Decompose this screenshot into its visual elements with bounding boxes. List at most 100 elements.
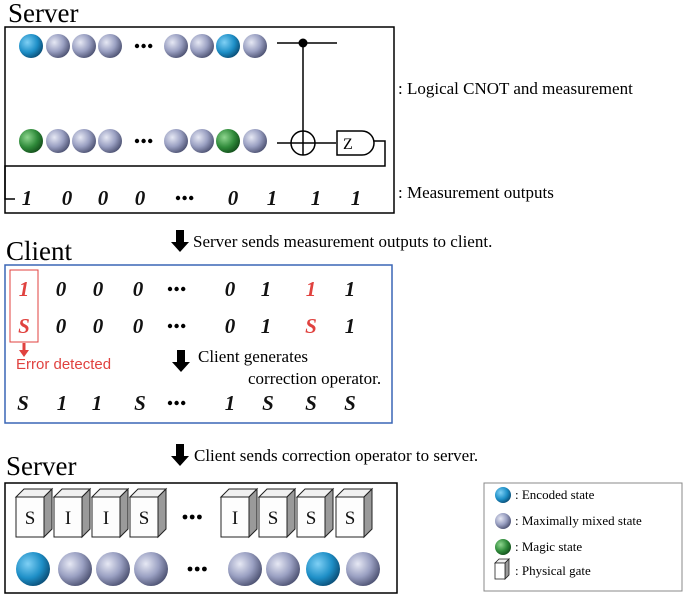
physical-gate-icon: I	[52, 487, 92, 539]
label-logical-cnot: : Logical CNOT and measurement	[398, 79, 633, 98]
legend: : Encoded state : Maximally mixed state : …	[494, 487, 642, 580]
client-syndrome-value: 0	[133, 314, 144, 338]
physical-gate-icon: S	[128, 487, 168, 539]
label-measurement-outputs: : Measurement outputs	[398, 183, 554, 202]
ellipsis-icon	[167, 400, 186, 406]
mixed-state-qubit	[190, 34, 214, 58]
ellipsis-icon	[182, 514, 202, 520]
encoded-state-qubit	[216, 34, 240, 58]
mixed-state-qubit	[134, 552, 168, 586]
measurement-output-value: 0	[135, 186, 146, 210]
down-arrow-icon-2	[172, 350, 190, 372]
mixed-state-qubit	[98, 34, 122, 58]
measurement-output-value: 1	[22, 186, 33, 210]
measurement-output-value: 1	[267, 186, 278, 210]
correction-operator-value: 1	[57, 391, 68, 415]
legend-box	[483, 482, 683, 592]
client-measurement-value: 0	[225, 277, 236, 301]
legend-label-magic: : Magic state	[515, 539, 582, 554]
mixed-state-qubit	[346, 552, 380, 586]
legend-label-encoded: : Encoded state	[515, 487, 595, 502]
z-measurement-icon	[336, 130, 375, 156]
gate-label: I	[232, 508, 238, 529]
magic-state-qubit	[216, 129, 240, 153]
client-title: Client	[6, 236, 72, 266]
down-arrow-icon-3	[171, 444, 189, 466]
mixed-legend-icon	[495, 513, 511, 529]
ellipsis-icon	[134, 43, 153, 49]
client-syndrome-value: 0	[93, 314, 104, 338]
gate-label: S	[268, 508, 279, 529]
client-measurement-value: 1	[261, 277, 272, 301]
encoded-legend-icon	[495, 487, 511, 503]
correction-operator-value: S	[262, 391, 274, 415]
step2-line1: Client generates	[198, 347, 308, 366]
physical-gate-icon: I	[90, 487, 130, 539]
server2-title: Server	[6, 451, 76, 481]
gate-label: S	[345, 508, 356, 529]
client-measurement-value: 0	[93, 277, 104, 301]
measurement-output-value: 0	[98, 186, 109, 210]
client-measurement-value: 1	[306, 277, 317, 301]
mixed-state-qubit	[72, 129, 96, 153]
client-measurement-value: 0	[56, 277, 67, 301]
client-syndrome-value: 0	[225, 314, 236, 338]
error-detected-label: Error detected	[16, 356, 111, 373]
measurement-output-value: 0	[228, 186, 239, 210]
gate-label: I	[103, 508, 109, 529]
qubit-row-bottom	[19, 129, 267, 153]
mixed-state-qubit	[243, 34, 267, 58]
client-syndrome-value: 0	[56, 314, 67, 338]
magic-legend-icon	[495, 539, 511, 555]
measurement-output-value: 1	[311, 186, 322, 210]
measurement-output-value: 0	[62, 186, 73, 210]
correction-operator-value: S	[17, 391, 29, 415]
mixed-state-qubit	[190, 129, 214, 153]
mixed-state-qubit	[58, 552, 92, 586]
server2-box	[4, 482, 398, 594]
physical-gate-icon: S	[14, 487, 54, 539]
client-syndrome-value: S	[305, 314, 317, 338]
mixed-state-qubit	[164, 129, 188, 153]
step1-text: Server sends measurement outputs to clie…	[193, 232, 492, 251]
qubit-row-top	[19, 34, 267, 58]
mixed-state-qubit	[266, 552, 300, 586]
physical-gate-icon: S	[295, 487, 335, 539]
qubit-row-final	[16, 552, 380, 586]
measurement-output-value: 1	[351, 186, 362, 210]
correction-operator-value: S	[305, 391, 317, 415]
error-highlight-box	[9, 269, 39, 343]
client-measurement-value: 1	[19, 277, 30, 301]
ellipsis-icon	[187, 566, 207, 572]
gate-label: S	[25, 508, 36, 529]
down-arrow-icon	[171, 230, 189, 252]
mixed-state-qubit	[96, 552, 130, 586]
client-measurement-value: 1	[345, 277, 356, 301]
client-syndrome-value: S	[18, 314, 30, 338]
legend-label-gate: : Physical gate	[515, 563, 591, 578]
gate-label: S	[139, 508, 150, 529]
ellipsis-icon	[134, 138, 153, 144]
legend-label-mixed: : Maximally mixed state	[515, 513, 642, 528]
mixed-state-qubit	[46, 129, 70, 153]
correction-operator-value: 1	[225, 391, 236, 415]
encoded-state-qubit	[19, 34, 43, 58]
magic-state-qubit	[19, 129, 43, 153]
mixed-state-qubit	[98, 129, 122, 153]
correction-operator-value: 1	[92, 391, 103, 415]
z-measurement-label: Z	[343, 136, 353, 153]
classical-wire	[4, 140, 386, 200]
correction-operator-value: S	[344, 391, 356, 415]
mixed-state-qubit	[164, 34, 188, 58]
ellipsis-icon	[167, 286, 186, 292]
step3-text: Client sends correction operator to serv…	[194, 446, 478, 465]
server-title: Server	[8, 0, 78, 28]
client-box	[4, 264, 393, 424]
encoded-state-qubit	[16, 552, 50, 586]
mixed-state-qubit	[72, 34, 96, 58]
